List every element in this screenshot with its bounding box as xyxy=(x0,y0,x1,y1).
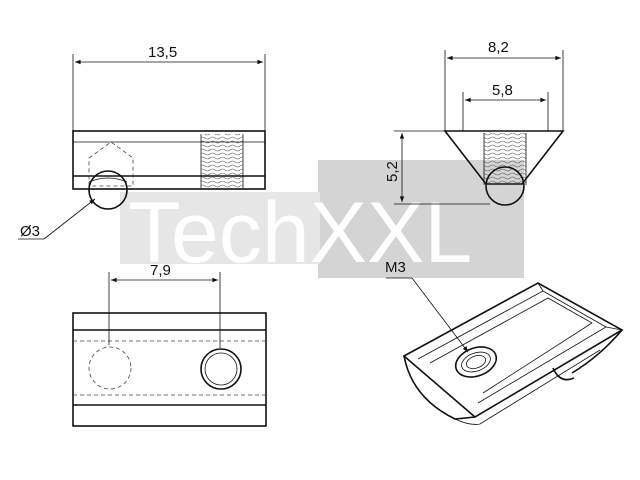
top-view-thread xyxy=(201,134,243,188)
dim-5-8: 5,8 xyxy=(492,82,513,99)
side-view-ball xyxy=(485,166,525,206)
top-view-ball xyxy=(88,170,128,210)
watermark: TechXXL xyxy=(120,160,524,281)
dim-8-2: 8,2 xyxy=(488,39,509,56)
bottom-view-threaded-hole xyxy=(200,348,242,390)
bottom-view-hidden-hole xyxy=(88,346,132,390)
dim-diameter-3: Ø3 xyxy=(20,223,40,240)
iso-ball xyxy=(552,367,575,381)
top-view: 13,5 Ø3 xyxy=(18,44,266,240)
watermark-band xyxy=(120,192,320,264)
dim-5-2: 5,2 xyxy=(384,161,401,182)
dim-m3: M3 xyxy=(385,259,406,276)
side-view: 8,2 5,8 5,2 xyxy=(384,39,565,206)
top-view-body xyxy=(72,130,266,190)
dim-13-5: 13,5 xyxy=(148,44,177,61)
watermark-text: TechXXL xyxy=(128,185,472,281)
iso-threaded-hole xyxy=(454,346,498,378)
bottom-view: 7,9 xyxy=(72,262,267,427)
bottom-view-body xyxy=(72,312,267,427)
top-view-hidden-hex xyxy=(88,141,134,187)
dim-7-9: 7,9 xyxy=(150,262,171,279)
side-view-thread xyxy=(484,133,526,185)
isometric-view: M3 xyxy=(385,259,624,425)
iso-curved-base xyxy=(403,355,476,420)
iso-top-face xyxy=(402,282,624,418)
